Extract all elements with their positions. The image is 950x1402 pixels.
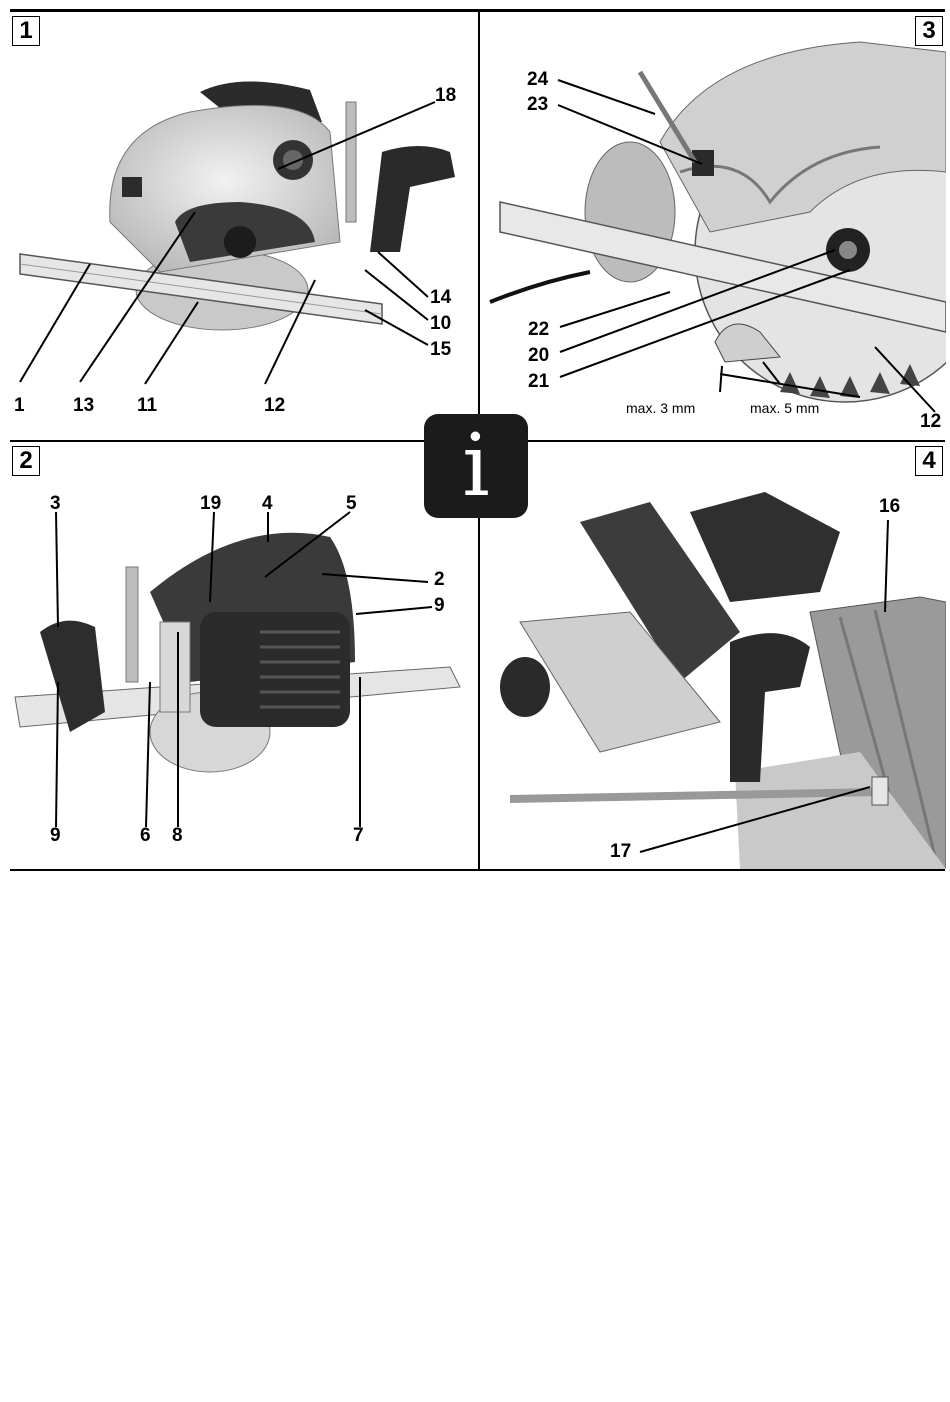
- callout-23: 23: [527, 95, 548, 115]
- callout-19: 19: [200, 494, 221, 514]
- figure-4-panel: 4 16 17: [480, 442, 946, 869]
- callout-18: 18: [435, 86, 456, 106]
- callout-4: 4: [262, 494, 273, 514]
- callout-24: 24: [527, 70, 548, 90]
- figure-3-number: 3: [915, 16, 943, 46]
- figure-1-number: 1: [12, 16, 40, 46]
- callout-9-left: 9: [50, 826, 61, 846]
- figure-2-panel: 2 3 19 4 5 2 9 9 6 8 7: [10, 442, 478, 869]
- info-badge: i: [424, 414, 528, 518]
- figure-4-guide-rail-illustration: [480, 442, 946, 869]
- callout-16: 16: [879, 497, 900, 517]
- callout-13: 13: [73, 396, 94, 416]
- note-max-3mm: max. 3 mm: [626, 400, 695, 416]
- callout-17: 17: [610, 842, 631, 862]
- callout-12: 12: [920, 412, 941, 432]
- callout-3: 3: [50, 494, 61, 514]
- callout-1: 1: [14, 396, 25, 416]
- callout-21: 21: [528, 372, 549, 392]
- figure-3-blade-guard-illustration: [480, 12, 946, 440]
- callout-15: 15: [430, 340, 451, 360]
- callout-6: 6: [140, 826, 151, 846]
- callout-5: 5: [346, 494, 357, 514]
- callout-9-right: 9: [434, 596, 445, 616]
- callout-22: 22: [528, 320, 549, 340]
- callout-2: 2: [434, 570, 445, 590]
- figure-3-panel: 3 24 23 22 20 21 12 max. 3 mm max. 5 mm: [480, 12, 946, 440]
- figure-1-saw-illustration: [10, 12, 478, 440]
- callout-7: 7: [353, 826, 364, 846]
- figure-2-saw-illustration: [10, 442, 478, 869]
- callout-10: 10: [430, 314, 451, 334]
- callout-8: 8: [172, 826, 183, 846]
- figure-2-number: 2: [12, 446, 40, 476]
- info-icon: i: [424, 418, 528, 514]
- figure-1-panel: 1 18 14 10 15 1 13 11 12: [10, 12, 478, 440]
- callout-14: 14: [430, 288, 451, 308]
- figure-4-number: 4: [915, 446, 943, 476]
- note-max-5mm: max. 5 mm: [750, 400, 819, 416]
- callout-12: 12: [264, 396, 285, 416]
- callout-20: 20: [528, 346, 549, 366]
- callout-11: 11: [137, 396, 157, 416]
